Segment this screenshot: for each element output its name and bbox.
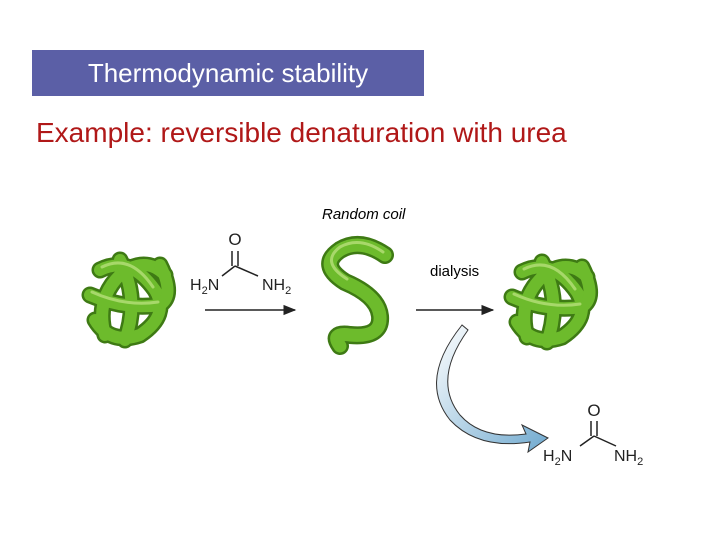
svg-text:O: O	[587, 401, 600, 420]
svg-text:H2N: H2N	[543, 448, 572, 468]
svg-text:NH2: NH2	[262, 277, 291, 297]
svg-text:O: O	[228, 230, 241, 249]
svg-text:NH2: NH2	[614, 448, 643, 468]
folded-protein-right	[503, 253, 598, 351]
slide-subtitle: Example: reversible denaturation with ur…	[36, 117, 567, 148]
random-coil-protein	[321, 236, 394, 355]
slide-title: Thermodynamic stability	[87, 57, 369, 88]
folded-protein-left	[81, 251, 176, 349]
dialysis-label: dialysis	[430, 263, 480, 280]
svg-text:H2N: H2N	[190, 277, 219, 297]
curved-arrow-removal	[436, 324, 549, 454]
random-coil-label: Random coil	[322, 206, 406, 223]
title-banner: Thermodynamic stability	[32, 50, 424, 96]
urea-molecule-2: O H2N NH2	[543, 401, 643, 468]
urea-molecule-1: O H2N NH2	[190, 230, 291, 297]
